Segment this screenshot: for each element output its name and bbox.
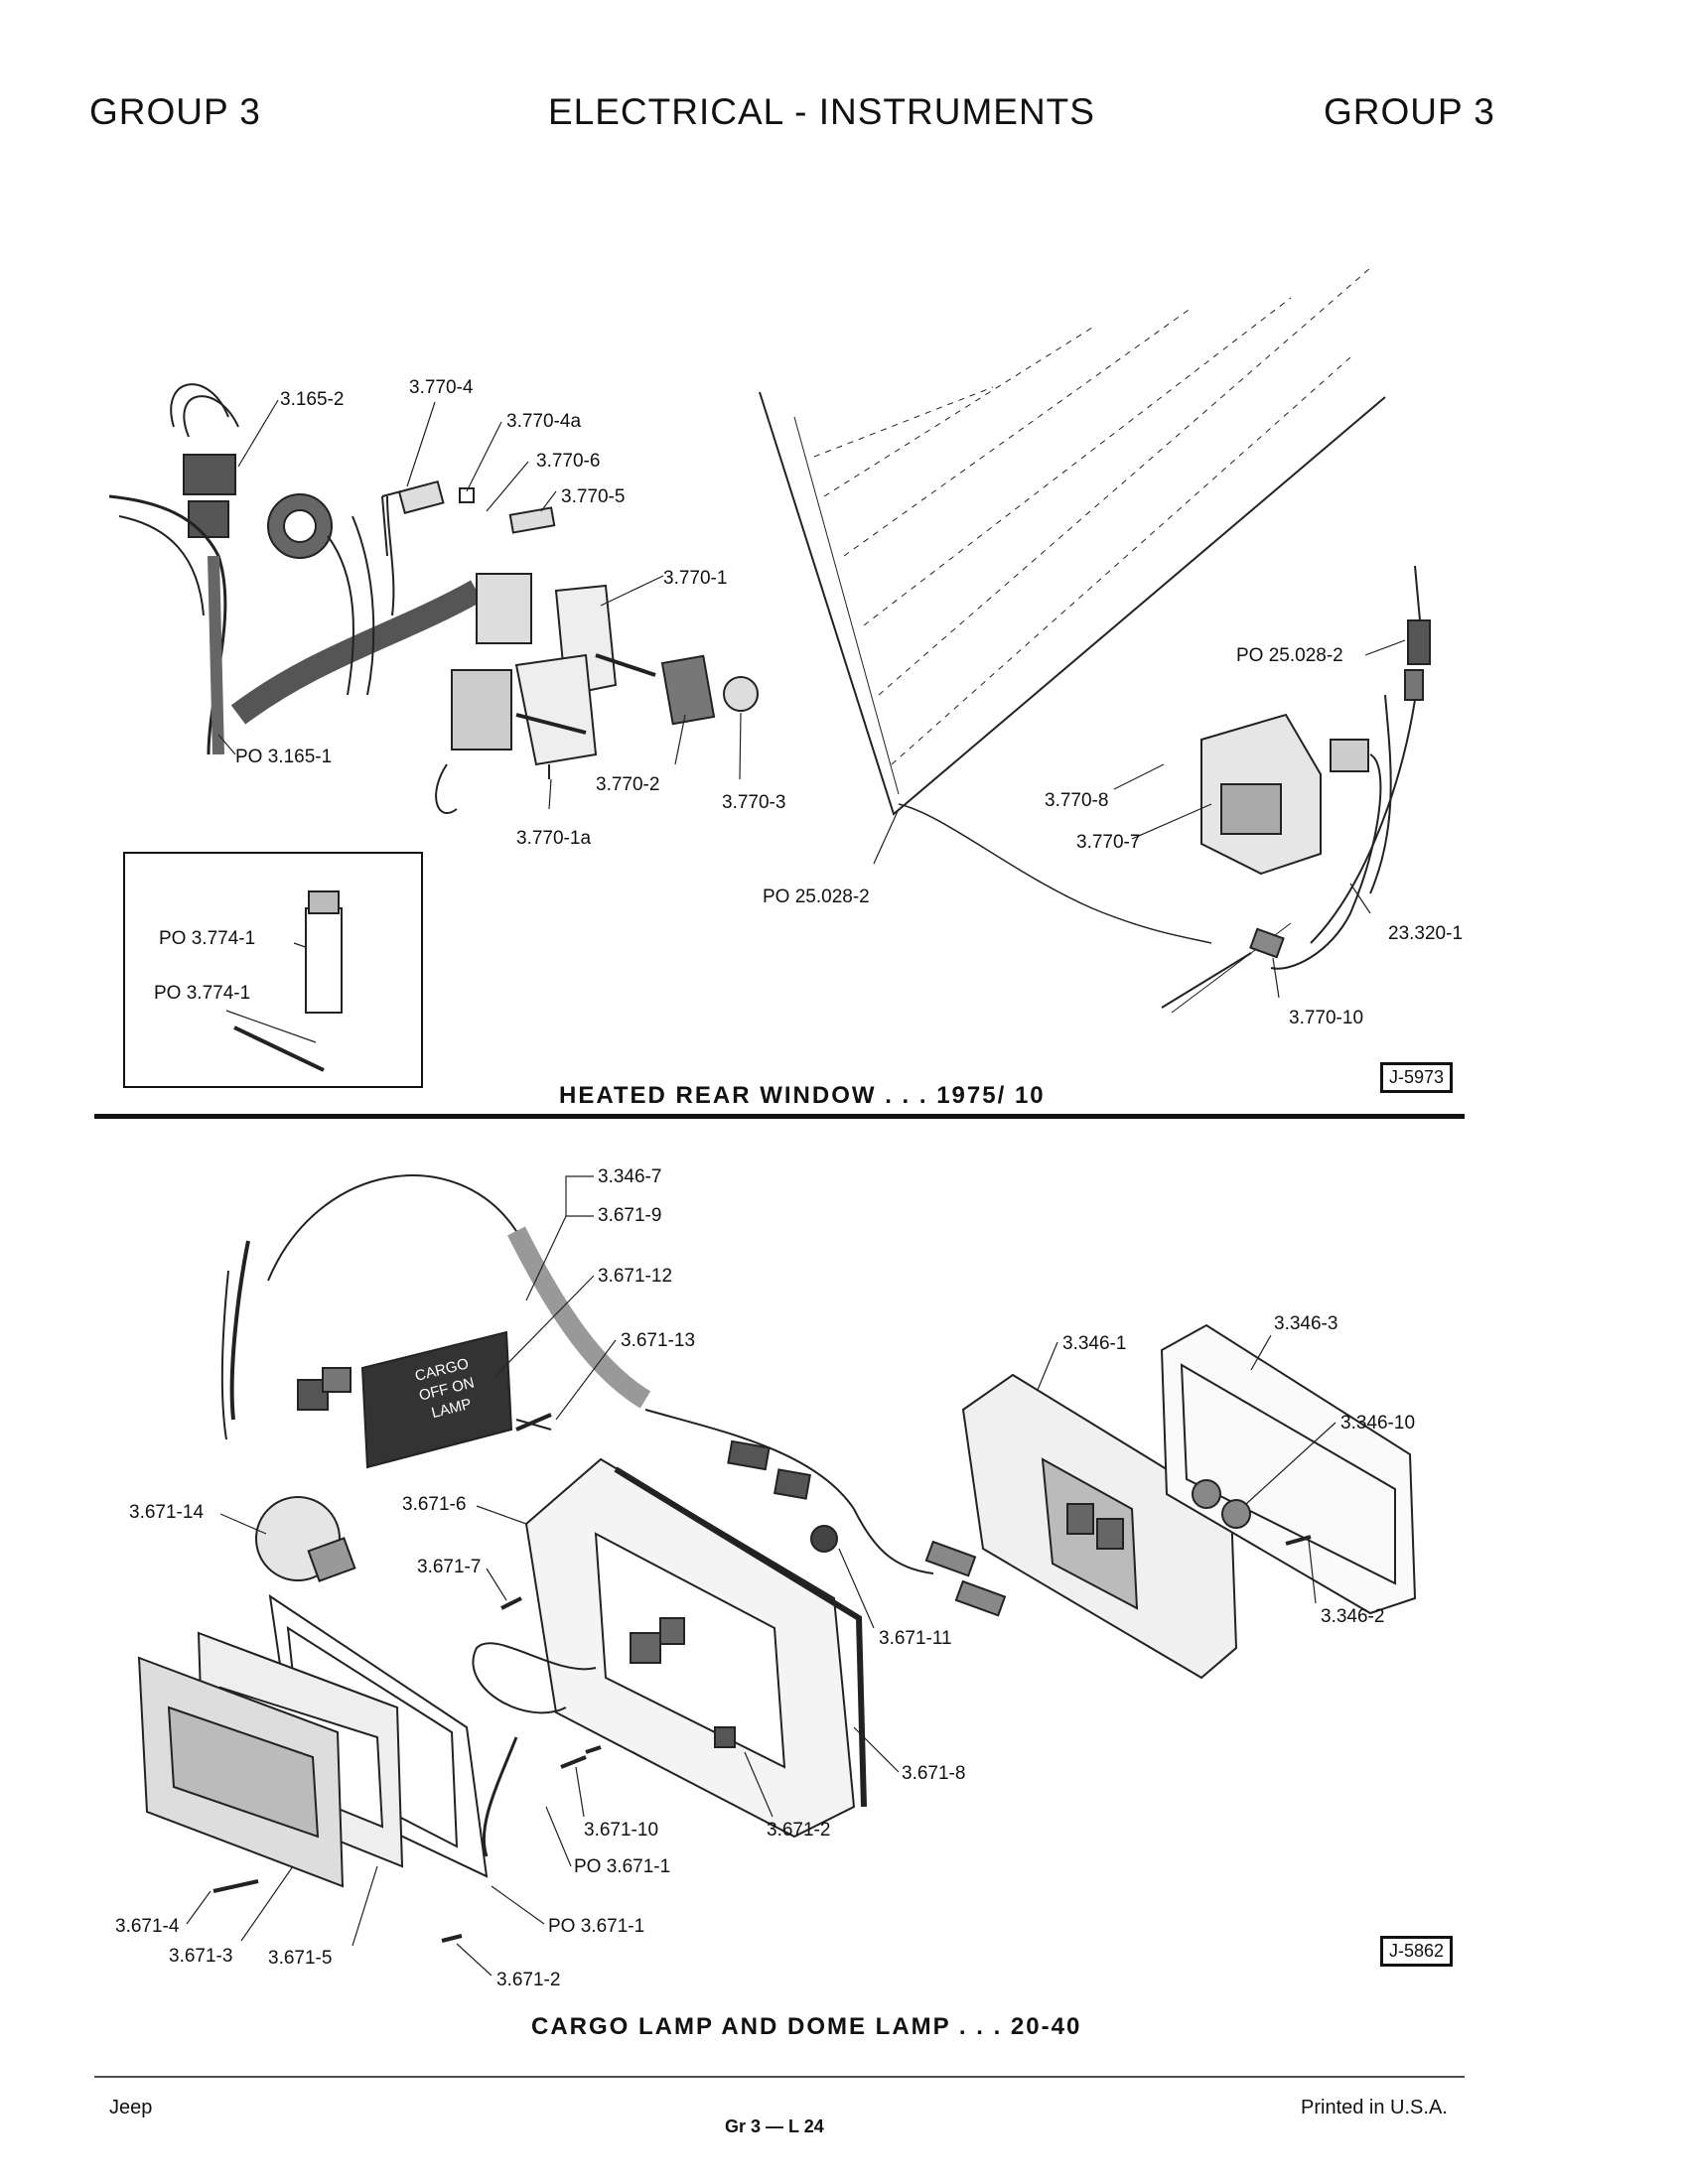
label-3671-4: 3.671-4 (115, 1916, 180, 1937)
label-3671-3: 3.671-3 (169, 1946, 233, 1967)
label-3671-6: 3.671-6 (402, 1494, 467, 1515)
label-3671-13: 3.671-13 (621, 1330, 696, 1351)
repair-bottle-icon (233, 890, 343, 1072)
label-3346-7: 3.346-7 (598, 1166, 662, 1187)
label-3346-2: 3.346-2 (1321, 1606, 1385, 1627)
header-center: ELECTRICAL - INSTRUMENTS (548, 91, 1095, 132)
label-3671-5: 3.671-5 (268, 1948, 333, 1969)
label-3770-5: 3.770-5 (561, 486, 626, 507)
label-3770-4: 3.770-4 (409, 377, 474, 398)
bottom-figure-id: J-5862 (1380, 1936, 1454, 1967)
label-3770-2: 3.770-2 (596, 774, 660, 795)
top-diagram-caption: HEATED REAR WINDOW . . . 1975/ 10 (559, 1082, 1046, 1109)
label-3346-10: 3.346-10 (1340, 1413, 1416, 1433)
label-3165-2: 3.165-2 (280, 389, 345, 410)
bottom-diagram-caption: CARGO LAMP AND DOME LAMP . . . 20-40 (531, 2013, 1082, 2040)
label-po-3671-1-upper: PO 3.671-1 (574, 1856, 671, 1877)
label-3770-3: 3.770-3 (722, 792, 786, 813)
label-3671-2-upper: 3.671-2 (767, 1820, 831, 1841)
label-3770-7: 3.770-7 (1076, 832, 1141, 853)
label-3770-10: 3.770-10 (1289, 1008, 1364, 1028)
label-3770-4a: 3.770-4a (506, 411, 582, 432)
label-po-3671-1-lower: PO 3.671-1 (548, 1916, 645, 1937)
label-po-3774-1-brush: PO 3.774-1 (154, 983, 251, 1004)
label-3671-2-lower: 3.671-2 (496, 1970, 561, 1990)
footer-page: Gr 3 — L 24 (725, 2116, 824, 2136)
footer-left: Jeep (109, 2097, 153, 2118)
label-3346-1: 3.346-1 (1062, 1333, 1127, 1354)
label-3671-10: 3.671-10 (584, 1820, 659, 1841)
label-po-25028-2-connector: PO 25.028-2 (1236, 645, 1343, 666)
footer-right: Printed in U.S.A. (1301, 2097, 1448, 2118)
label-3770-8: 3.770-8 (1045, 790, 1109, 811)
label-3671-11: 3.671-11 (879, 1628, 952, 1649)
label-3346-3: 3.346-3 (1274, 1313, 1338, 1334)
label-3770-1: 3.770-1 (663, 568, 728, 589)
label-23320-1: 23.320-1 (1388, 923, 1464, 944)
inset-repair-kit-box (123, 852, 423, 1088)
label-3671-8: 3.671-8 (902, 1763, 966, 1784)
label-po-3774-1-bottle: PO 3.774-1 (159, 928, 256, 949)
label-3671-14: 3.671-14 (129, 1502, 205, 1523)
label-po-25028-2-glass: PO 25.028-2 (763, 887, 870, 907)
label-po-3165-1: PO 3.165-1 (235, 747, 333, 767)
header-left: GROUP 3 (89, 91, 261, 132)
label-3770-6: 3.770-6 (536, 451, 601, 472)
top-figure-id: J-5973 (1380, 1062, 1454, 1093)
label-3770-1a: 3.770-1a (516, 828, 592, 849)
label-3671-9: 3.671-9 (598, 1205, 662, 1226)
header-right: GROUP 3 (1324, 91, 1495, 132)
label-3671-7: 3.671-7 (417, 1557, 482, 1577)
label-3671-12: 3.671-12 (598, 1266, 673, 1287)
